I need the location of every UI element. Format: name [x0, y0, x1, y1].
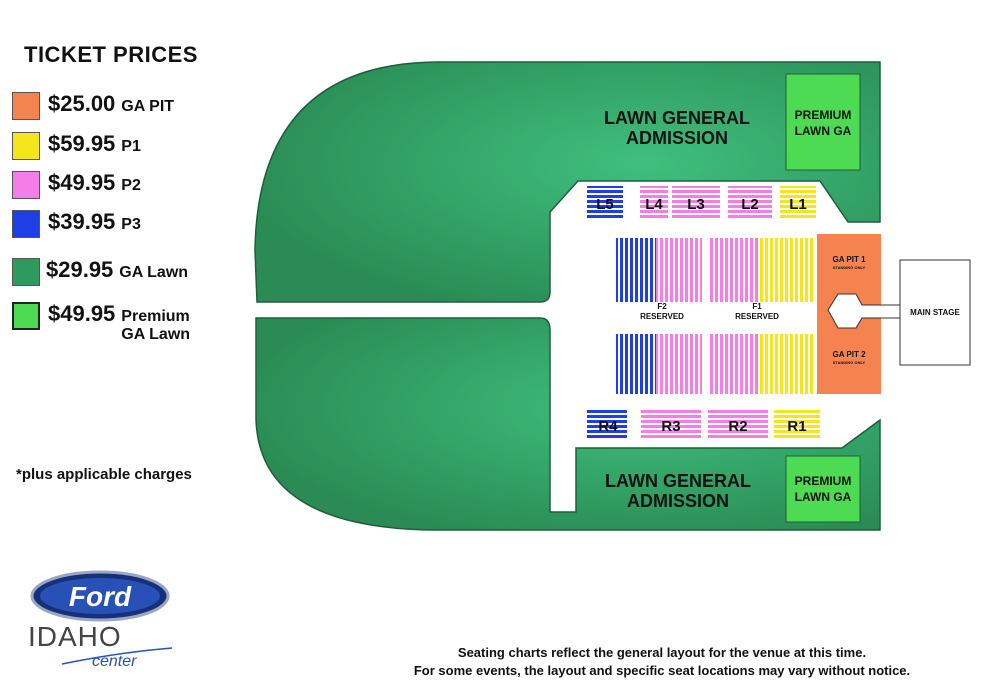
section-r1[interactable]	[774, 408, 820, 440]
legend-label: P2	[121, 177, 141, 194]
main-stage-label: MAIN STAGE	[910, 308, 960, 317]
floor-f1-p1-upper[interactable]	[760, 238, 814, 302]
legend-price: $49.95	[48, 170, 116, 195]
premium-lawn-top[interactable]	[785, 73, 861, 171]
lawn-bottom-line1: LAWN GENERAL	[605, 471, 751, 491]
section-label-l5: L5	[596, 196, 614, 213]
floor-f2-p2-upper[interactable]	[656, 238, 702, 302]
ga-pit-2-label: GA PIT 2	[832, 350, 866, 359]
stage-thrust	[827, 293, 901, 329]
legend-price: $49.95	[48, 301, 116, 326]
legend-item-p2: $49.95 P2	[12, 171, 141, 199]
lawn-lower[interactable]	[255, 317, 881, 531]
floor-f1-line1: F1	[752, 302, 762, 311]
floor-f1-p1-lower[interactable]	[760, 334, 814, 394]
floor-f1-p2-lower[interactable]	[710, 334, 760, 394]
legend-price: $59.95	[48, 131, 116, 156]
section-label-l4: L4	[645, 196, 663, 213]
premium-lawn-swatch	[12, 302, 40, 330]
section-label-l3: L3	[687, 196, 705, 213]
floor-f2-p3-lower[interactable]	[616, 334, 656, 394]
floor-f2-p2-lower[interactable]	[656, 334, 702, 394]
p1-swatch	[12, 132, 40, 160]
legend-item-ga-pit: $25.00 GA PIT	[12, 92, 174, 120]
section-l3[interactable]	[672, 186, 720, 218]
legend-label-line2: GA Lawn	[121, 326, 191, 343]
ga-pit-2-sub: STANDING ONLY	[833, 360, 866, 365]
section-r2[interactable]	[708, 408, 768, 440]
section-label-l1: L1	[789, 196, 807, 213]
disclaimer: Seating charts reflect the general layou…	[352, 644, 972, 680]
legend-label-line1: Premium	[121, 308, 190, 325]
section-label-r4: R4	[598, 418, 618, 435]
ga-pit-1-label: GA PIT 1	[832, 255, 866, 264]
disclaimer-line1: Seating charts reflect the general layou…	[457, 645, 867, 660]
p3-swatch	[12, 210, 40, 238]
section-l2[interactable]	[728, 186, 772, 218]
ga-pit-swatch	[12, 92, 40, 120]
floor-f2-line2: RESERVED	[640, 312, 684, 321]
legend-item-p3: $39.95 P3	[12, 210, 141, 238]
floor-aisle	[640, 302, 798, 324]
section-label-r1: R1	[787, 418, 806, 435]
legend-title: TICKET PRICES	[24, 42, 198, 67]
logo-sub: center	[92, 653, 137, 670]
lawn-upper[interactable]	[254, 61, 881, 303]
floor-f2-p3-upper[interactable]	[616, 238, 656, 302]
logo-name: IDAHO	[28, 621, 122, 652]
section-label-r2: R2	[728, 418, 747, 435]
legend-item-ga-lawn: $29.95 GA Lawn	[12, 258, 188, 286]
charges-note: *plus applicable charges	[16, 466, 192, 483]
lawn-bottom-line2: ADMISSION	[627, 491, 729, 511]
ga-pit-1-sub: STANDING ONLY	[833, 265, 866, 270]
p2-swatch	[12, 171, 40, 199]
legend-price: $25.00	[48, 91, 116, 116]
section-l1[interactable]	[780, 186, 816, 218]
section-label-r3: R3	[661, 418, 680, 435]
lawn-top-line2: ADMISSION	[626, 128, 728, 148]
premium-top-line2: LAWN GA	[795, 124, 852, 138]
logo-brand: Ford	[69, 581, 132, 612]
legend-label: P1	[121, 138, 141, 155]
ford-idaho-center-logo: Ford IDAHO center	[28, 570, 173, 670]
premium-bottom-line2: LAWN GA	[795, 490, 852, 504]
legend-price: $39.95	[48, 209, 116, 234]
legend-label: P3	[121, 216, 141, 233]
section-l5[interactable]	[587, 186, 623, 218]
floor-f1-p2-upper[interactable]	[710, 238, 760, 302]
lawn-top-line1: LAWN GENERAL	[604, 108, 750, 128]
legend-price: $29.95	[46, 257, 114, 282]
legend-label: GA PIT	[121, 98, 175, 115]
floor-f2-line1: F2	[657, 302, 667, 311]
ga-lawn-swatch	[12, 258, 40, 286]
premium-lawn-bottom[interactable]	[785, 455, 861, 523]
disclaimer-line2: For some events, the layout and specific…	[413, 663, 911, 678]
premium-top-line1: PREMIUM	[795, 108, 852, 122]
floor-f1-line2: RESERVED	[735, 312, 779, 321]
section-r3[interactable]	[641, 408, 701, 440]
legend-label: GA Lawn	[119, 264, 189, 281]
section-label-l2: L2	[741, 196, 759, 213]
legend-item-p1: $59.95 P1	[12, 132, 141, 160]
section-r4[interactable]	[587, 408, 627, 440]
section-l4[interactable]	[640, 186, 668, 218]
premium-bottom-line1: PREMIUM	[795, 474, 852, 488]
